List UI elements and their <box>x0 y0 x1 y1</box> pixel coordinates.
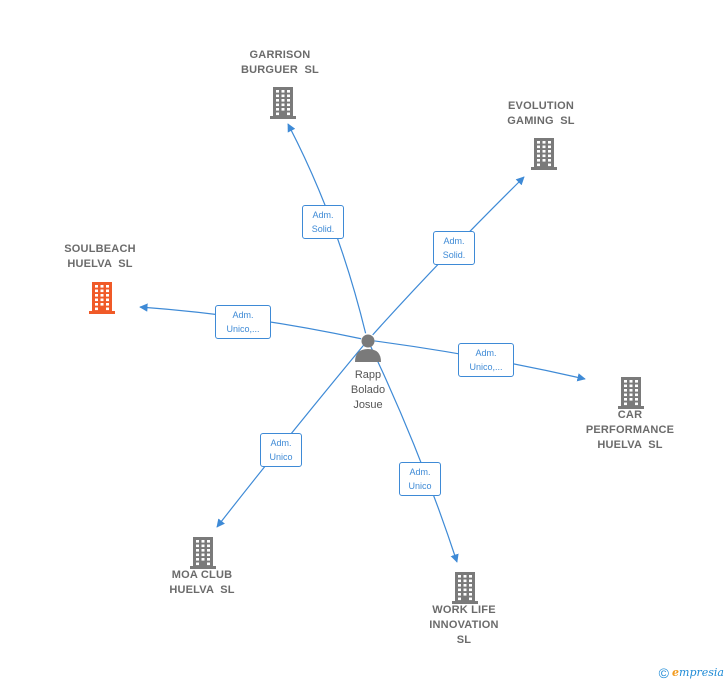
edge-label-moa[interactable]: Adm.Unico <box>260 433 302 467</box>
building-icon[interactable] <box>452 572 478 604</box>
edge-label-soulbeach[interactable]: Adm.Unico,... <box>215 305 271 339</box>
building-icon[interactable] <box>190 537 216 569</box>
building-icon[interactable] <box>618 377 644 409</box>
edge-label-evolution[interactable]: Adm.Solid. <box>433 231 475 265</box>
building-icon[interactable] <box>531 138 557 170</box>
edge-label-car[interactable]: Adm.Unico,... <box>458 343 514 377</box>
person-icon[interactable] <box>355 334 381 363</box>
empresia-logo: © empresia <box>658 665 724 681</box>
edge-label-worklife[interactable]: Adm.Unico <box>399 462 441 496</box>
building-icon[interactable] <box>270 87 296 119</box>
building-icon[interactable] <box>89 282 115 314</box>
edge-worklife <box>370 346 459 563</box>
edge-label-garrison[interactable]: Adm.Solid. <box>302 205 344 239</box>
